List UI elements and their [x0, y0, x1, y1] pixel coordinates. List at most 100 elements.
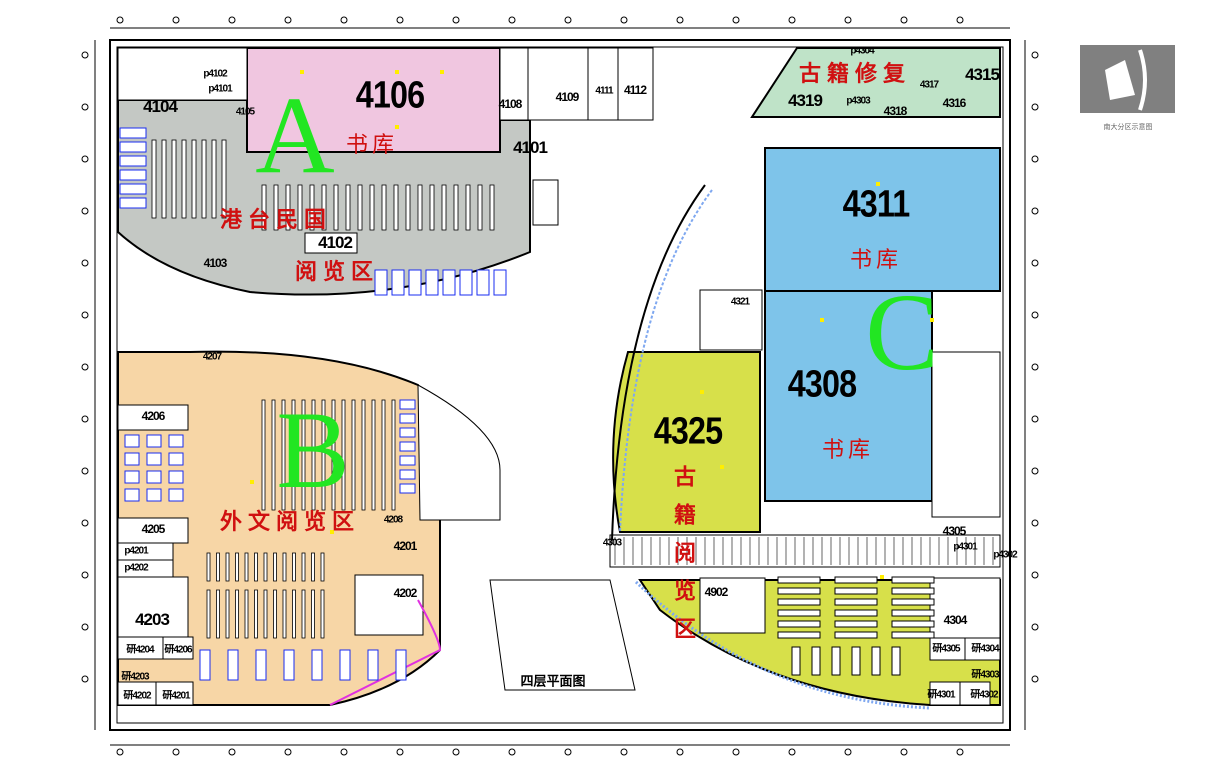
bookshelf: [345, 184, 351, 231]
reading-table: [124, 470, 140, 484]
column-marker: [930, 318, 934, 322]
reading-table: [442, 269, 456, 296]
reading-table: [834, 620, 878, 628]
reading-table: [168, 470, 184, 484]
bookshelf: [263, 589, 268, 639]
bookshelf: [417, 184, 423, 231]
room-4102-label: 4102: [318, 233, 353, 252]
reading-table: [891, 620, 935, 628]
axis-marker: [620, 748, 628, 756]
room-4105-label: 4105: [235, 106, 255, 118]
column-marker: [820, 318, 824, 322]
reading-table: [834, 609, 878, 617]
room-y4303-label: 研4303: [971, 669, 999, 681]
reading-table: [891, 598, 935, 606]
axis-ticks: [94, 27, 1026, 746]
bookshelf: [341, 399, 346, 511]
bookshelf: [263, 552, 268, 582]
plan-title: 四层平面图: [520, 673, 586, 689]
bookshelf: [171, 139, 177, 219]
zone-thumbnail: [1080, 45, 1175, 113]
reading-table: [399, 427, 416, 438]
reading-table: [119, 155, 147, 167]
reading-table: [871, 646, 881, 676]
reading-table: [399, 399, 416, 410]
room-4319-label: 4319: [788, 91, 823, 110]
axis-marker: [81, 519, 89, 527]
axis-marker: [116, 16, 124, 24]
reading-table: [311, 649, 323, 681]
reading-table: [374, 269, 388, 296]
axis-marker: [81, 571, 89, 579]
lower-atrium: [489, 579, 636, 691]
bookshelf: [333, 184, 339, 231]
reading-table: [168, 488, 184, 502]
atrium: [417, 384, 501, 521]
axis-marker: [508, 16, 516, 24]
building-outline: [109, 39, 1011, 731]
bookshelf: [261, 399, 266, 511]
reading-table: [399, 455, 416, 466]
bookshelf: [191, 139, 197, 219]
room-p4201-label: p4201: [124, 545, 148, 557]
reading-table: [399, 469, 416, 480]
axis-marker: [1031, 415, 1039, 423]
reading-table: [119, 127, 147, 139]
reading-table: [891, 609, 935, 617]
axis-marker: [228, 16, 236, 24]
reading-table: [168, 434, 184, 448]
bookshelf: [465, 184, 471, 231]
room-4321-label: 4321: [730, 296, 750, 308]
zone-a-stack-label: 书库: [345, 133, 399, 158]
axis-marker: [81, 623, 89, 631]
axis-marker: [1031, 155, 1039, 163]
column-marker: [720, 465, 724, 469]
column-marker: [395, 70, 399, 74]
bookshelf: [453, 184, 459, 231]
reading-table: [777, 620, 821, 628]
bookshelf: [235, 552, 239, 582]
axis-marker: [452, 748, 460, 756]
reading-table: [791, 646, 801, 676]
reading-table: [199, 649, 211, 681]
room-4321: [699, 289, 763, 351]
room-p4304-label: p4304: [850, 45, 874, 57]
curved-glazing-b: [329, 599, 442, 706]
bookshelf: [309, 184, 315, 231]
axis-marker: [508, 748, 516, 756]
bookshelf: [361, 399, 366, 511]
reading-table: [834, 598, 878, 606]
bookshelf: [216, 589, 220, 639]
bookshelf: [292, 589, 296, 639]
reading-table: [777, 609, 821, 617]
reading-table: [283, 649, 295, 681]
reading-table: [399, 483, 416, 494]
reading-table: [395, 649, 407, 681]
axis-marker: [732, 16, 740, 24]
bookshelf: [381, 399, 386, 511]
bookshelf: [235, 589, 239, 639]
zone-b-letter: B: [276, 388, 350, 511]
room-4303-label: 4303: [602, 537, 622, 549]
bookshelf: [273, 552, 277, 582]
reading-table: [891, 631, 935, 639]
reading-table: [391, 269, 405, 296]
axis-marker: [81, 103, 89, 111]
bookshelf: [261, 184, 267, 231]
bookshelf: [206, 589, 211, 639]
bookshelf: [181, 139, 187, 219]
room-p4301-label: p4301: [953, 541, 977, 553]
axis-marker: [1031, 363, 1039, 371]
axis-marker: [1031, 571, 1039, 579]
reading-table: [811, 646, 821, 676]
bookshelf: [292, 552, 296, 582]
column-marker: [876, 182, 880, 186]
room-4108-label: 4108: [498, 97, 523, 111]
room-4318-label: 4318: [883, 104, 908, 118]
stair-room: [931, 351, 1001, 518]
bookshelf: [285, 184, 291, 231]
axis-marker: [228, 748, 236, 756]
reading-table: [851, 646, 861, 676]
reading-table: [834, 576, 878, 584]
axis-marker: [1031, 519, 1039, 527]
